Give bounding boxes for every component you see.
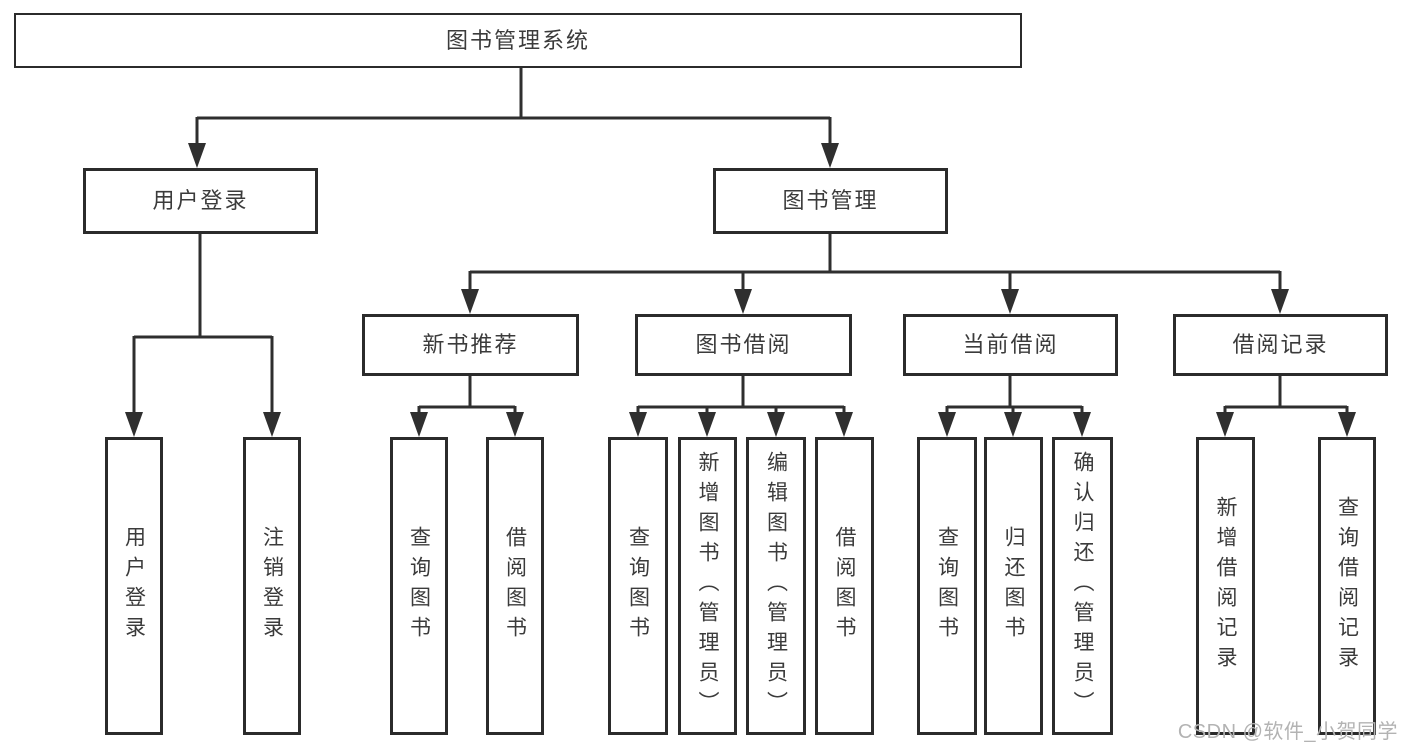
node-borrowing-records: 借阅记录 [1173, 314, 1388, 376]
node-label: 图书借阅 [695, 332, 792, 357]
node-label: 新增图书（管理员） [696, 451, 719, 721]
node-library-system: 图书管理系统 [14, 13, 1022, 68]
leaf-borrow-books-recommend: 借阅图书 [486, 437, 544, 735]
node-label: 借阅图书 [503, 526, 527, 646]
leaf-query-books-recommend: 查询图书 [390, 437, 448, 735]
leaf-add-books-admin: 新增图书（管理员） [678, 437, 737, 735]
node-label: 图书管理系统 [445, 27, 590, 53]
node-label: 当前借阅 [962, 332, 1059, 357]
node-label: 注销登录 [260, 526, 284, 646]
node-label: 查询借阅记录 [1335, 496, 1359, 676]
node-label: 新书推荐 [422, 332, 519, 357]
leaf-query-borrow-record: 查询借阅记录 [1318, 437, 1376, 735]
node-label: 借阅记录 [1232, 332, 1329, 357]
leaf-add-borrow-record: 新增借阅记录 [1196, 437, 1255, 735]
node-label: 新增借阅记录 [1214, 496, 1237, 676]
leaf-query-books-current: 查询图书 [917, 437, 977, 735]
node-new-book-recommendation: 新书推荐 [362, 314, 579, 376]
node-label: 归还图书 [1002, 526, 1025, 646]
leaf-return-books: 归还图书 [984, 437, 1043, 735]
leaf-confirm-return-admin: 确认归还（管理员） [1052, 437, 1113, 735]
node-label: 查询图书 [626, 526, 650, 646]
node-label: 用户登录 [122, 526, 146, 646]
node-book-borrowing: 图书借阅 [635, 314, 852, 376]
node-user-login: 用户登录 [83, 168, 318, 234]
node-label: 借阅图书 [833, 526, 856, 646]
csdn-watermark: CSDN @软件_小贺同学 [1177, 721, 1398, 743]
connector-lines [132, 68, 1349, 413]
arrowheads [125, 143, 1356, 437]
leaf-edit-books-admin: 编辑图书（管理员） [746, 437, 806, 735]
node-label: 查询图书 [935, 526, 959, 646]
node-label: 确认归还（管理员） [1071, 451, 1094, 721]
node-label: 编辑图书（管理员） [764, 451, 788, 721]
node-label: 用户登录 [152, 188, 249, 213]
leaf-borrow-books-borrowing: 借阅图书 [815, 437, 874, 735]
node-book-management: 图书管理 [713, 168, 948, 234]
node-label: 图书管理 [782, 188, 879, 213]
leaf-query-books-borrowing: 查询图书 [608, 437, 668, 735]
node-label: 查询图书 [407, 526, 431, 646]
leaf-user-login: 用户登录 [105, 437, 163, 735]
leaf-logout: 注销登录 [243, 437, 301, 735]
node-current-borrowing: 当前借阅 [903, 314, 1118, 376]
